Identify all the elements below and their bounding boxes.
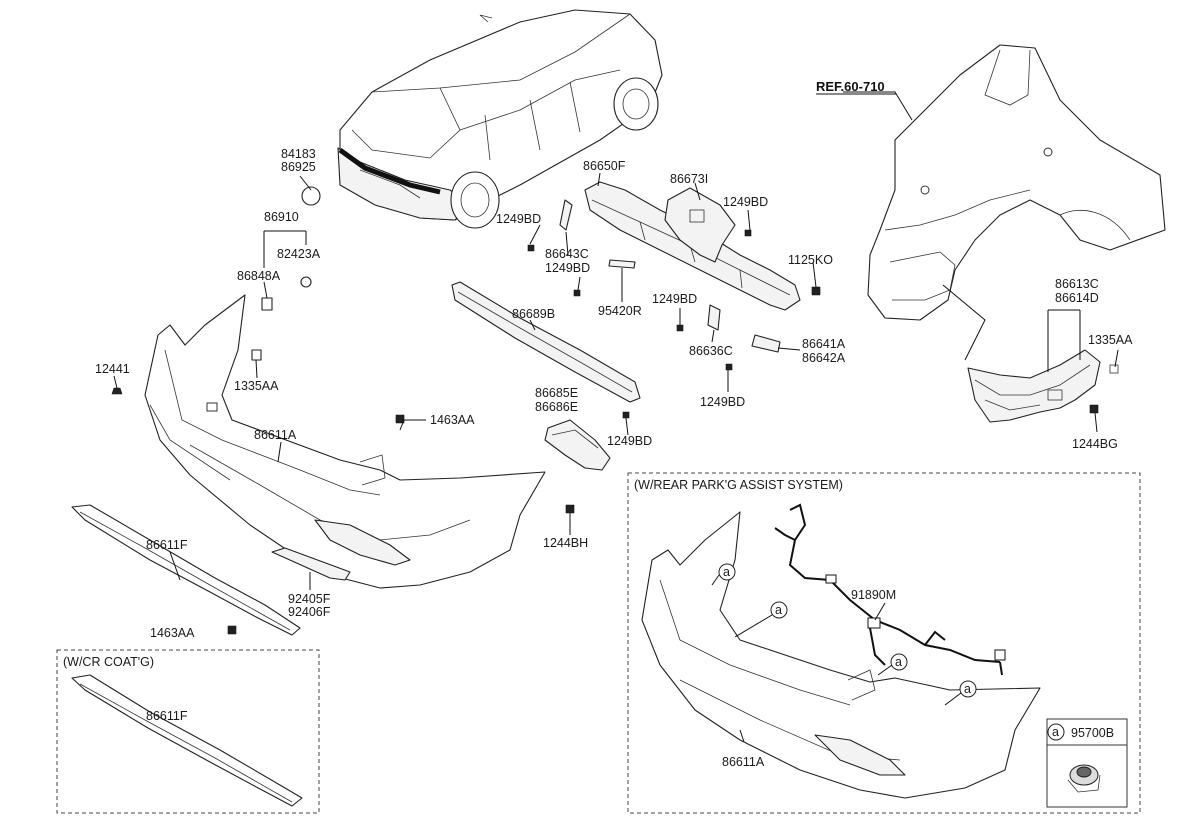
part-86641A[interactable]: 86641A	[802, 337, 846, 351]
vehicle-illustration	[337, 9, 663, 229]
part-86673I[interactable]: 86673I	[670, 172, 708, 186]
part-1249BD-d[interactable]: 1249BD	[652, 292, 697, 306]
callout-a-3: a	[895, 655, 902, 669]
part-92406F[interactable]: 92406F	[288, 605, 331, 619]
part-86925[interactable]: 86925	[281, 160, 316, 174]
parking-sensor-illustration	[1067, 764, 1101, 793]
part-82423A[interactable]: 82423A	[277, 247, 321, 261]
leader-lines	[113, 91, 1119, 743]
callout-a-4: a	[964, 682, 971, 696]
part-86611F-box[interactable]: 86611F	[146, 709, 188, 723]
part-1249BD-e[interactable]: 1249BD	[700, 395, 745, 409]
callout-markers: a a a a a	[711, 563, 1065, 741]
lower-trim-illustration	[71, 504, 301, 636]
part-86643C[interactable]: 86643C	[545, 247, 589, 261]
part-86686E[interactable]: 86686E	[535, 400, 578, 414]
part-86848A[interactable]: 86848A	[237, 269, 281, 283]
legend-part-number[interactable]: 95700B	[1071, 726, 1114, 740]
part-1244BG[interactable]: 1244BG	[1072, 437, 1118, 451]
rear-park-assist-box	[627, 472, 1141, 814]
part-86611F[interactable]: 86611F	[146, 538, 188, 552]
callout-a-1: a	[723, 565, 730, 579]
ref-label[interactable]: REF.60-710	[816, 79, 885, 94]
wiring-harness-illustration	[774, 503, 1006, 676]
part-95420R[interactable]: 95420R	[598, 304, 642, 318]
part-84183[interactable]: 84183	[281, 147, 316, 161]
callout-a-legend: a	[1052, 725, 1059, 739]
reflector-illustration	[544, 419, 611, 471]
cr-coat-box	[56, 649, 320, 814]
callout-a-2: a	[775, 603, 782, 617]
park-assist-bumper-illustration	[641, 511, 1041, 799]
part-1249BD-a[interactable]: 1249BD	[496, 212, 541, 226]
part-91890M[interactable]: 91890M	[851, 588, 896, 602]
part-1463AA-upper[interactable]: 1463AA	[430, 413, 475, 427]
side-bracket-illustration	[967, 349, 1119, 423]
part-86611A[interactable]: 86611A	[254, 428, 297, 442]
part-86689B[interactable]: 86689B	[512, 307, 555, 321]
fastener-illustrations	[111, 186, 1099, 635]
quarter-panel-ref	[867, 44, 1166, 361]
bumper-cover-illustration	[144, 294, 546, 589]
box-title-rear-park-assist: (W/REAR PARK'G ASSIST SYSTEM)	[634, 478, 843, 492]
part-12441[interactable]: 12441	[95, 362, 130, 376]
box-title-cr-coat: (W/CR COAT'G)	[63, 655, 154, 669]
cr-coat-trim-illustration	[71, 674, 303, 807]
part-1335AA-right[interactable]: 1335AA	[1088, 333, 1133, 347]
part-86910[interactable]: 86910	[264, 210, 299, 224]
part-92405F[interactable]: 92405F	[288, 592, 331, 606]
reflex-reflector-illustration	[271, 547, 351, 581]
part-1244BH[interactable]: 1244BH	[543, 536, 588, 550]
part-86613C[interactable]: 86613C	[1055, 277, 1099, 291]
part-86636C[interactable]: 86636C	[689, 344, 733, 358]
part-1335AA-left[interactable]: 1335AA	[234, 379, 279, 393]
stay-bracket-illustration	[664, 187, 736, 263]
part-1125KO[interactable]: 1125KO	[788, 253, 833, 267]
energy-absorber-illustration	[451, 281, 641, 403]
part-86611A-box[interactable]: 86611A	[722, 755, 765, 769]
part-1249BD-c[interactable]: 1249BD	[545, 261, 590, 275]
part-86642A[interactable]: 86642A	[802, 351, 846, 365]
part-86614D[interactable]: 86614D	[1055, 291, 1099, 305]
part-1463AA-lower[interactable]: 1463AA	[150, 626, 195, 640]
part-86685E[interactable]: 86685E	[535, 386, 578, 400]
part-1249BD-f[interactable]: 1249BD	[607, 434, 652, 448]
part-1249BD-b[interactable]: 1249BD	[723, 195, 768, 209]
part-86650F[interactable]: 86650F	[583, 159, 626, 173]
